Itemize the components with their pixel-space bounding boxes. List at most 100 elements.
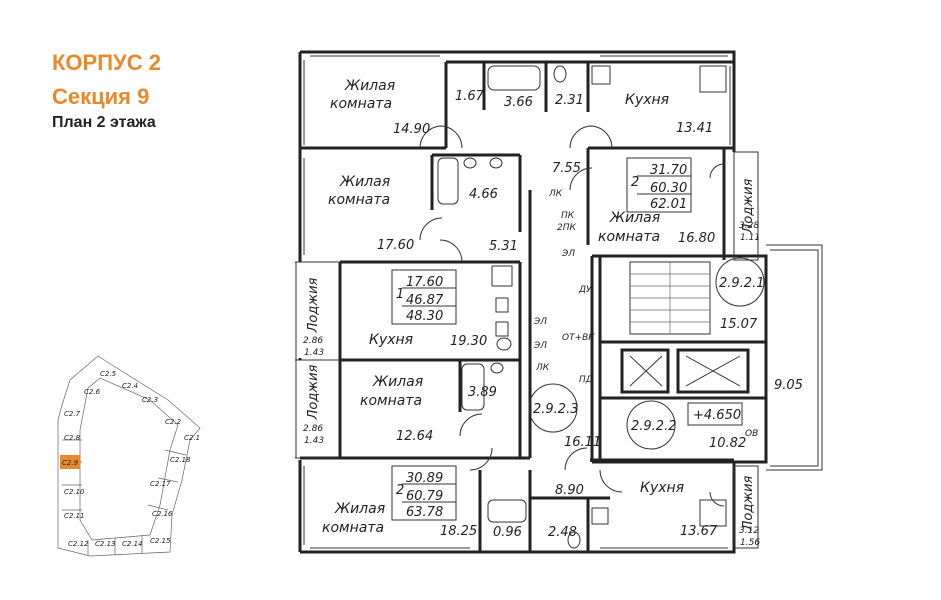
lbl-el-2: ЭЛ	[533, 317, 547, 327]
lbl-el-1: ЭЛ	[561, 249, 575, 259]
area-0-96: 0.96	[493, 525, 522, 540]
apt2a-v1: 31.70	[650, 163, 687, 178]
lbl-ot: ОТ+ВК	[562, 333, 595, 343]
room-living-2: Жилая	[339, 174, 390, 190]
area-3-66: 3.66	[504, 95, 533, 110]
area-10-82: 10.82	[709, 436, 746, 451]
ks-13: С2.13	[95, 540, 115, 548]
apt2b-rooms: 2	[396, 483, 404, 498]
building-title: КОРПУС 2	[52, 50, 161, 75]
area-5-31: 5.31	[489, 239, 518, 254]
loggia-label-4: Лоджия	[741, 475, 756, 531]
apt2a-v3: 62.01	[650, 197, 687, 212]
area-9-05: 9.05	[774, 378, 803, 393]
room-kitchen-2: Кухня	[369, 332, 413, 348]
area-12-64: 12.64	[396, 429, 433, 444]
floor-title: План 2 этажа	[52, 114, 156, 131]
apartment-boxes	[391, 157, 743, 521]
core-1: 2.9.2.1	[719, 276, 764, 291]
ks-5: С2.5	[100, 370, 117, 378]
area-13-41: 13.41	[676, 121, 713, 136]
apt2b-v3: 63.78	[406, 505, 443, 520]
loggia-label-2: Лоджия	[306, 277, 321, 333]
doors	[419, 125, 725, 507]
room-living-1b: комната	[330, 96, 392, 112]
ks-1: С2.1	[184, 434, 200, 442]
apt1-rooms: 1	[396, 287, 404, 302]
room-living-4: Жилая	[372, 374, 423, 390]
lbl-du: ДУ	[578, 285, 592, 295]
apt1-v3: 48.30	[406, 309, 443, 324]
loggia-1-b: 1.11	[740, 233, 760, 243]
room-living-1: Жилая	[344, 78, 395, 94]
ks-3: С2.3	[142, 396, 158, 404]
area-2-48: 2.48	[548, 525, 577, 540]
lbl-ov: ОВ	[745, 429, 758, 439]
key-plan: С2.5 С2.6 С2.4 С2.3 С2.2 С2.1 С2.7 С2.8 …	[57, 355, 201, 557]
area-2-31: 2.31	[555, 93, 584, 108]
room-kitchen-3: Кухня	[640, 480, 684, 496]
ks-10: С2.10	[64, 488, 85, 496]
area-1-67: 1.67	[455, 89, 485, 104]
core-circles	[528, 257, 765, 450]
room-living-3: Жилая	[609, 210, 660, 226]
lbl-lk-1: ЛК	[548, 189, 563, 199]
area-4-66: 4.66	[469, 187, 498, 202]
area-14-90: 14.90	[393, 122, 430, 137]
fixtures	[437, 65, 727, 549]
loggia-4-a: 3.12	[739, 526, 759, 536]
area-8-90: 8.90	[555, 483, 584, 498]
apt2a-rooms: 2	[631, 175, 639, 190]
ks-7: С2.7	[64, 410, 81, 418]
ks-14: С2.14	[122, 540, 142, 548]
level-mark: +4.650	[693, 408, 741, 423]
loggia-3-a: 2.86	[303, 424, 323, 434]
lbl-el-3: ЭЛ	[533, 341, 547, 351]
area-16-80: 16.80	[678, 231, 715, 246]
elevators	[620, 348, 750, 394]
apt2b-v2: 60.79	[406, 489, 443, 504]
area-19-30: 19.30	[450, 334, 487, 349]
ks-18: С2.18	[170, 456, 191, 464]
area-13-67: 13.67	[680, 524, 718, 539]
ks-9: С2.9	[62, 459, 79, 467]
apt2b-v1: 30.89	[406, 471, 443, 486]
area-3-89: 3.89	[468, 385, 497, 400]
apt1-v2: 46.87	[406, 293, 444, 308]
loggia-3-b: 1.43	[304, 436, 324, 446]
staircase	[629, 261, 711, 335]
loggia-4-b: 1.56	[740, 538, 760, 548]
loggia-1-a: 3.28	[739, 221, 759, 231]
lbl-pk: ПК	[561, 211, 575, 221]
area-15-07: 15.07	[720, 317, 758, 332]
ks-11: С2.11	[64, 512, 84, 520]
ks-17: С2.17	[150, 480, 171, 488]
loggia-2-b: 1.43	[304, 348, 324, 358]
core-3: 2.9.2.3	[533, 402, 578, 417]
area-7-55: 7.55	[552, 161, 581, 176]
room-kitchen-1: Кухня	[625, 92, 669, 108]
area-16-11: 16.11	[564, 435, 601, 450]
right-loggias	[733, 151, 759, 549]
lbl-pd: ПД	[579, 375, 593, 385]
current-section-marker	[60, 455, 80, 469]
room-living-5: Жилая	[334, 501, 385, 517]
area-17-60: 17.60	[377, 238, 414, 253]
loggia-label-1: Лоджия	[741, 178, 756, 234]
lbl-lk-2: ЛК	[535, 363, 550, 373]
loggia-label-3: Лоджия	[306, 364, 321, 420]
core-2: 2.9.2.2	[631, 419, 676, 434]
ks-16: С2.16	[152, 510, 173, 518]
apt2a-v2: 60.30	[650, 181, 687, 196]
apt1-v1: 17.60	[406, 275, 443, 290]
ks-8: С2.8	[64, 434, 81, 442]
ks-6: С2.6	[84, 388, 101, 396]
loggia-2-a: 2.86	[303, 336, 323, 346]
ks-2: С2.2	[165, 418, 182, 426]
room-living-4b: комната	[360, 393, 422, 409]
room-living-5b: комната	[322, 520, 384, 536]
lbl-2pk: 2ПК	[557, 223, 576, 233]
room-living-2b: комната	[328, 192, 390, 208]
section-title: Секция 9	[52, 84, 150, 109]
